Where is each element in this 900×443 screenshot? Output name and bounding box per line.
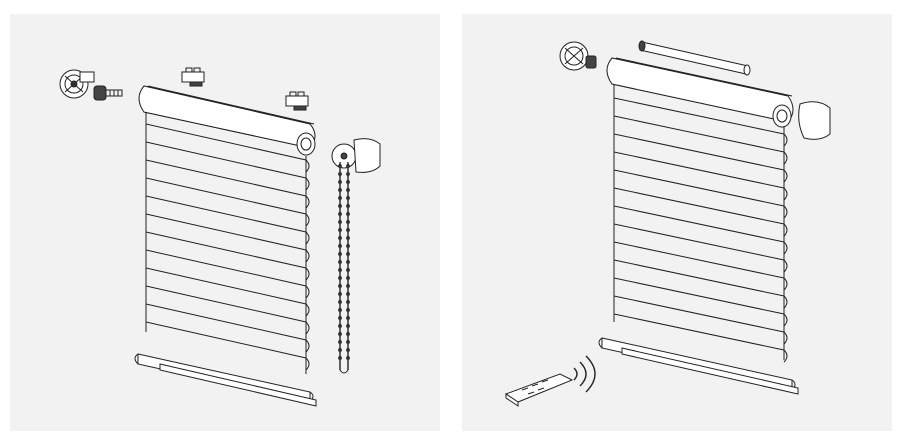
chain-bead	[346, 244, 350, 248]
left-bracket-gear-icon	[559, 41, 597, 71]
chain-bead	[338, 300, 342, 304]
chain-bead	[338, 356, 342, 360]
wireless-signal-icon	[573, 355, 596, 393]
chain-bead	[338, 220, 342, 224]
blind-slat	[613, 97, 788, 147]
blind-slat	[145, 213, 310, 263]
chain-bead	[338, 324, 342, 328]
chain-drive-icon	[331, 138, 381, 173]
chain-bead	[346, 308, 350, 312]
idler-plug-icon	[93, 85, 123, 101]
manual-blind-diagram	[59, 67, 381, 407]
blind-slat	[613, 205, 788, 255]
chain-bead	[338, 260, 342, 264]
chain-bead	[346, 172, 350, 176]
blind-slat	[145, 123, 310, 173]
chain-bead	[346, 316, 350, 320]
blind-slat	[145, 231, 310, 281]
chain-bead	[346, 300, 350, 304]
chain-bead	[338, 180, 342, 184]
chain-bead	[338, 268, 342, 272]
blind-fabric	[613, 84, 788, 363]
chain-bead	[346, 332, 350, 336]
chain-bead	[346, 340, 350, 344]
chain-bead	[346, 180, 350, 184]
chain-bead	[338, 212, 342, 216]
chain-bead	[346, 228, 350, 232]
chain-bead	[338, 308, 342, 312]
manual-blind-panel	[10, 14, 440, 431]
chain-bead	[346, 212, 350, 216]
blind-slat	[613, 151, 788, 201]
blind-slat	[145, 303, 310, 353]
chain-bead	[346, 252, 350, 256]
chain-bead	[346, 284, 350, 288]
blind-slat	[613, 115, 788, 165]
chain-bead	[346, 276, 350, 280]
chain-bead	[338, 276, 342, 280]
blind-slat	[613, 295, 788, 345]
blind-slat	[613, 169, 788, 219]
blind-slat	[145, 321, 310, 371]
blind-slat	[145, 267, 310, 317]
chain-bead	[338, 292, 342, 296]
head-rail-icon	[606, 57, 794, 128]
chain-bead	[338, 340, 342, 344]
chain-bead	[338, 172, 342, 176]
blind-slat	[613, 259, 788, 309]
blind-slat	[613, 223, 788, 273]
chain-bead	[346, 348, 350, 352]
motorized-blind-panel	[462, 14, 892, 431]
chain-bead	[346, 196, 350, 200]
chain-bead	[338, 196, 342, 200]
chain-bead	[346, 188, 350, 192]
chain-bead	[338, 236, 342, 240]
blind-slat	[145, 141, 310, 191]
remote-control-icon	[504, 373, 574, 407]
chain-icon	[338, 162, 350, 374]
head-rail-icon	[138, 85, 316, 156]
blind-slat	[145, 285, 310, 335]
chain-bead	[338, 244, 342, 248]
end-cap-icon	[798, 101, 831, 140]
chain-bead	[338, 164, 342, 168]
chain-bead	[346, 164, 350, 168]
chain-bead	[338, 204, 342, 208]
motorized-blind-diagram	[504, 40, 831, 407]
blind-slat	[613, 133, 788, 183]
bottom-rail-icon	[134, 353, 317, 407]
chain-bead	[338, 228, 342, 232]
mounting-clip-icon	[181, 67, 205, 87]
chain-bead	[346, 324, 350, 328]
chain-bead	[346, 356, 350, 360]
chain-bead	[346, 204, 350, 208]
chain-bead	[338, 332, 342, 336]
blind-slat	[145, 177, 310, 227]
chain-bead	[346, 220, 350, 224]
blind-slat	[613, 277, 788, 327]
chain-bead	[346, 236, 350, 240]
blind-slat	[145, 249, 310, 299]
chain-bead	[338, 252, 342, 256]
blind-slat	[145, 195, 310, 245]
chain-bead	[346, 260, 350, 264]
chain-bead	[346, 268, 350, 272]
chain-bead	[338, 348, 342, 352]
blind-slat	[145, 159, 310, 209]
tubular-motor-icon	[638, 40, 751, 76]
chain-bead	[338, 316, 342, 320]
mounting-clip-icon	[285, 91, 309, 111]
blind-slat	[613, 313, 788, 363]
chain-bead	[338, 188, 342, 192]
blind-slat	[613, 241, 788, 291]
blind-fabric	[145, 112, 310, 374]
chain-bead	[346, 292, 350, 296]
left-bracket-gear-icon	[59, 69, 95, 99]
blind-slat	[613, 187, 788, 237]
chain-bead	[338, 284, 342, 288]
bottom-rail-icon	[598, 337, 799, 395]
